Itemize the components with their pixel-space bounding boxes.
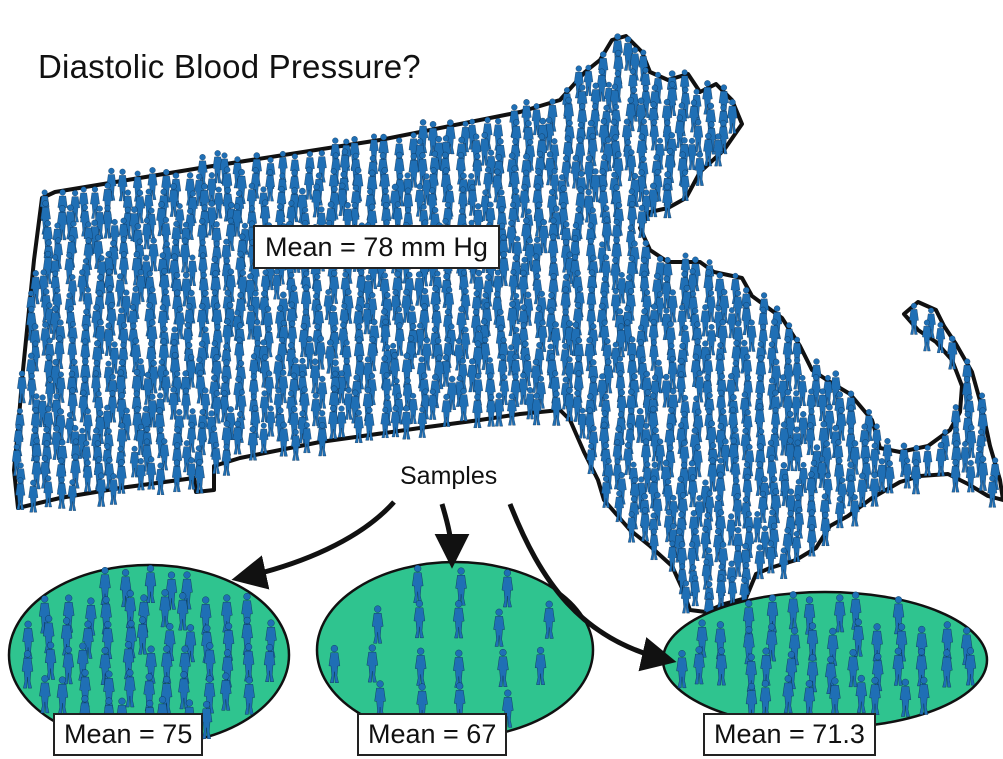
page-title: Diastolic Blood Pressure? (38, 48, 421, 85)
samples-label: Samples (396, 462, 502, 491)
population-mean-label: Mean = 78 mm Hg (253, 225, 500, 269)
sample-ellipse-2 (315, 560, 595, 740)
sample-2-mean-label: Mean = 67 (357, 713, 508, 756)
sample-3-mean-label: Mean = 71.3 (703, 713, 876, 756)
arrow-to-sample-1 (231, 500, 396, 590)
arrow-to-sample-2 (434, 503, 470, 569)
arrow-to-sample-3 (507, 503, 677, 672)
sample-ellipse-3 (661, 590, 989, 730)
sample-1-mean-label: Mean = 75 (53, 713, 204, 756)
